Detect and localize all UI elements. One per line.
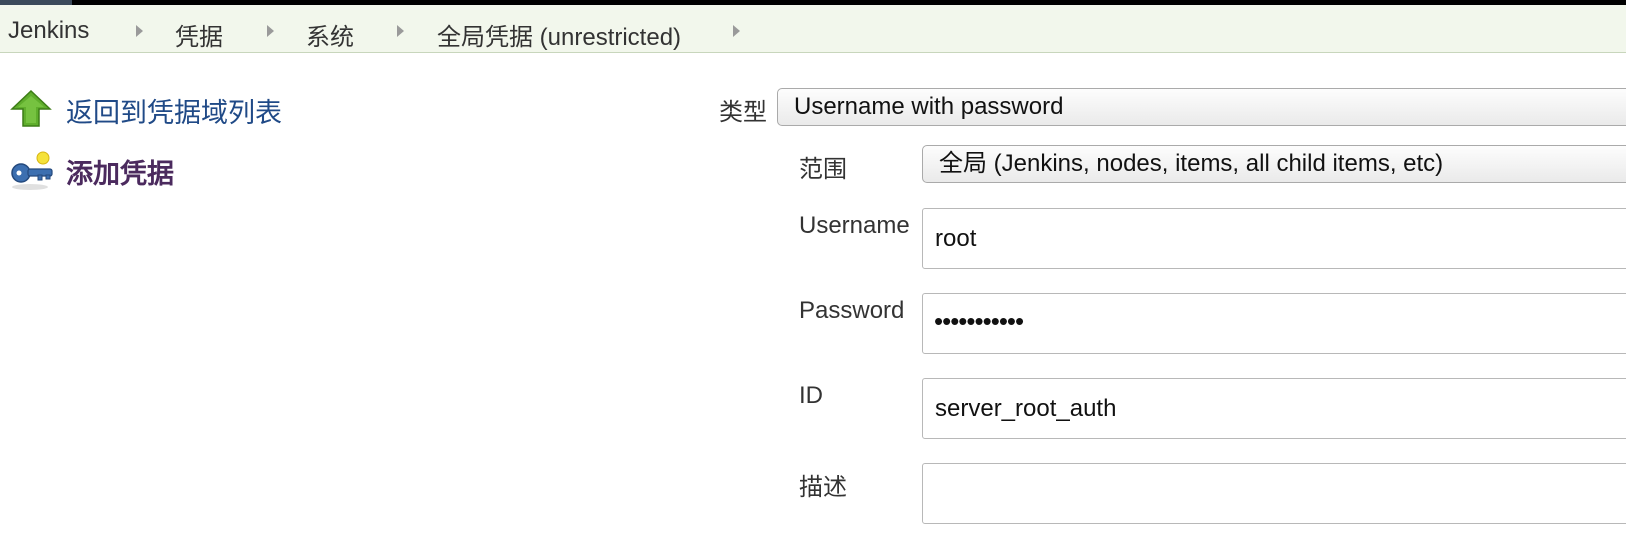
scope-select[interactable]: 全局 (Jenkins, nodes, items, all child ite… xyxy=(922,145,1626,183)
breadcrumb-separator-icon[interactable] xyxy=(733,25,740,37)
breadcrumb-item-jenkins[interactable]: Jenkins xyxy=(8,17,90,44)
breadcrumb-separator-icon[interactable] xyxy=(397,25,404,37)
breadcrumb-separator-icon[interactable] xyxy=(267,25,274,37)
breadcrumb-item-system[interactable]: 系统 xyxy=(306,24,354,51)
username-label: Username xyxy=(799,212,910,239)
add-key-icon[interactable] xyxy=(8,148,56,192)
top-header-bar xyxy=(0,0,1626,5)
kind-label: 类型 xyxy=(719,99,767,126)
password-input[interactable] xyxy=(922,293,1626,354)
id-label: ID xyxy=(799,382,823,409)
breadcrumb-separator-icon[interactable] xyxy=(136,25,143,37)
breadcrumb-item-credentials[interactable]: 凭据 xyxy=(175,24,223,51)
breadcrumb-item-global-credentials[interactable]: 全局凭据 (unrestricted) xyxy=(437,24,682,51)
breadcrumb: Jenkins 凭据 系统 全局凭据 (unrestricted) xyxy=(0,5,1626,53)
scope-label: 范围 xyxy=(799,156,847,183)
add-credentials-link[interactable]: 添加凭据 xyxy=(66,159,174,189)
jenkins-logo[interactable] xyxy=(0,0,72,5)
password-label: Password xyxy=(799,297,905,324)
description-input[interactable] xyxy=(922,463,1626,524)
back-to-domains-link[interactable]: 返回到凭据域列表 xyxy=(66,98,282,128)
up-arrow-icon[interactable] xyxy=(10,90,52,128)
username-input[interactable] xyxy=(922,208,1626,269)
kind-select[interactable]: Username with password xyxy=(777,88,1626,126)
description-label: 描述 xyxy=(799,474,847,501)
id-input[interactable] xyxy=(922,378,1626,439)
